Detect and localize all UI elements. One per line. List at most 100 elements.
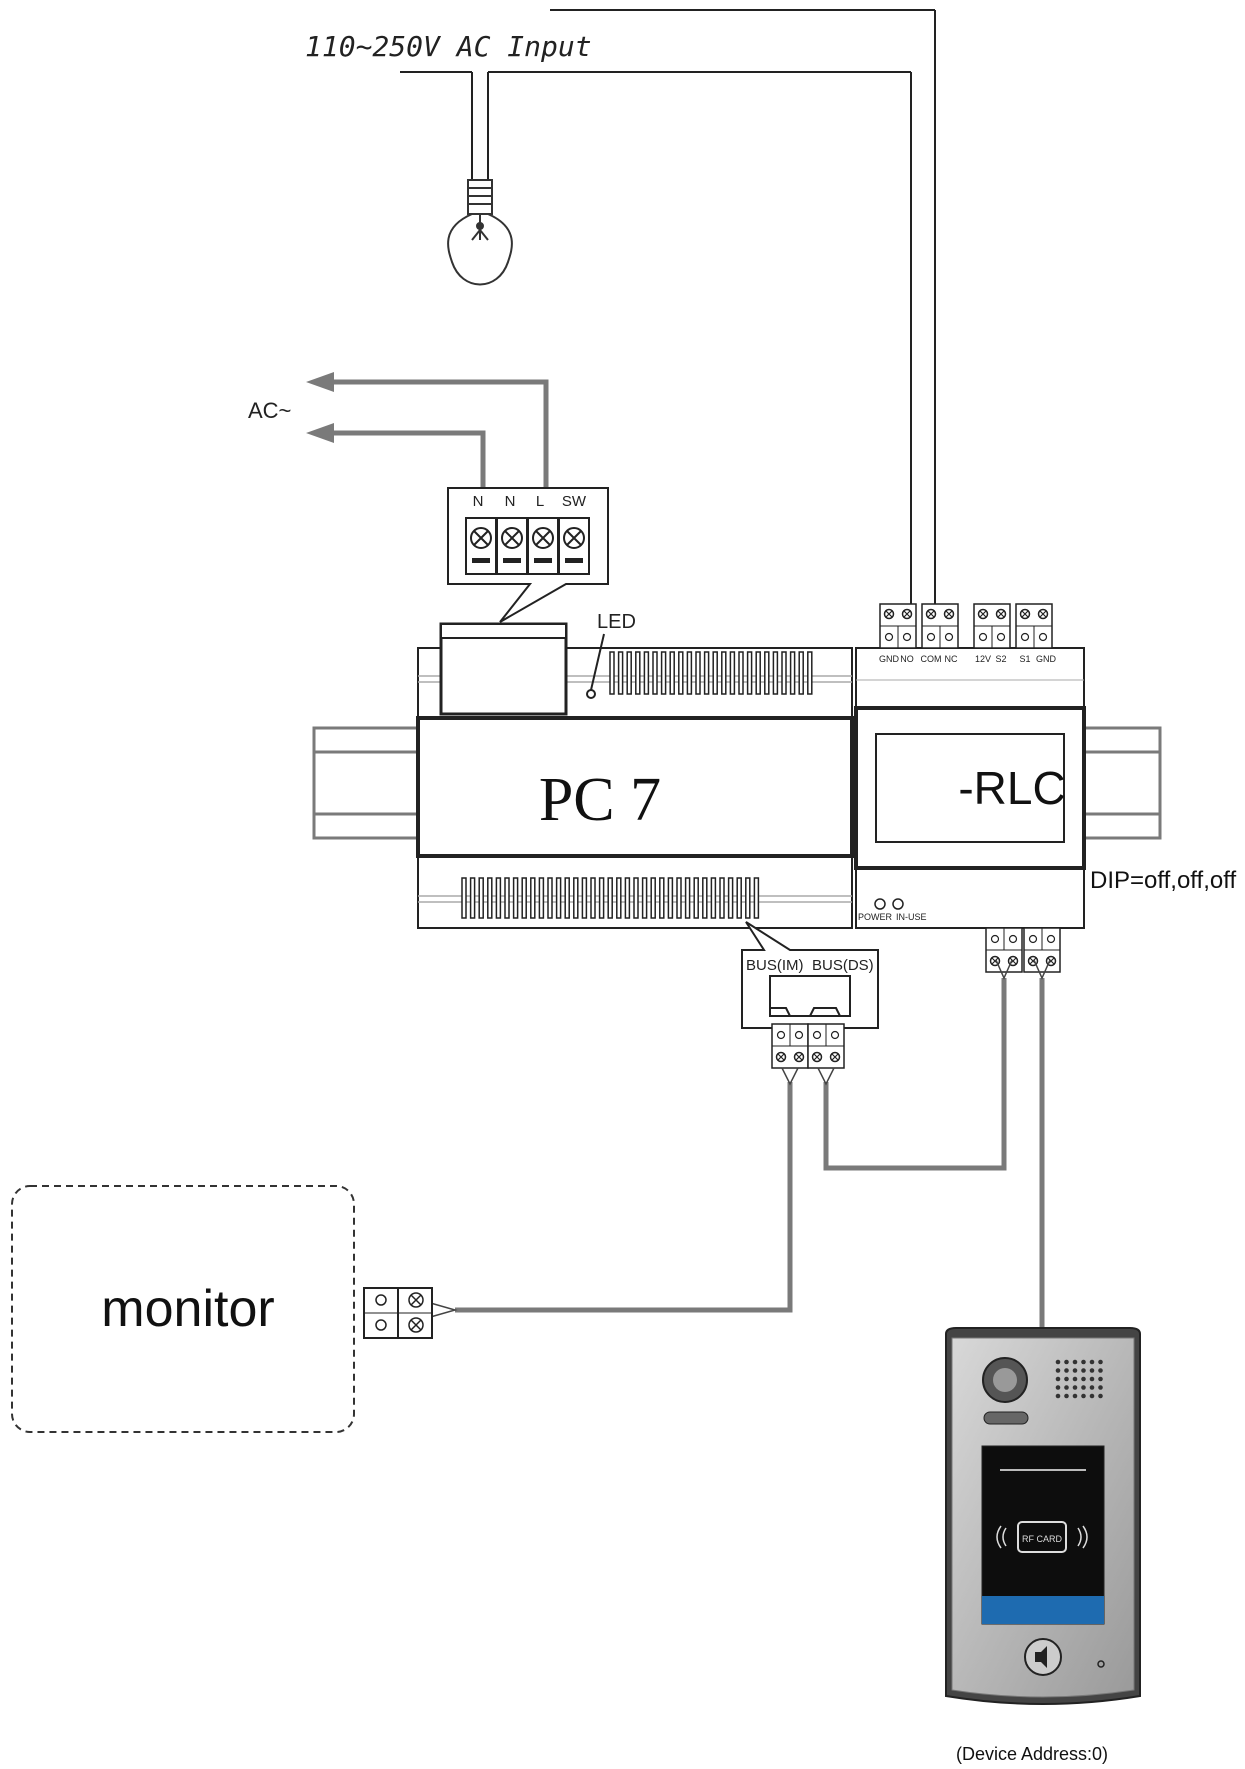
vent-slot [521, 877, 527, 919]
ac-output-wires [330, 379, 549, 500]
vent-slot [693, 877, 699, 919]
rlc-terminal-label: 12V [975, 654, 991, 664]
monitor-terminal [363, 1287, 433, 1339]
vent-slot [598, 877, 605, 919]
rlc-terminal-label: S1 [1019, 654, 1030, 664]
din-rail [312, 726, 1162, 840]
light-bulb-icon [447, 179, 513, 286]
ac-input-label: 110~250V AC Input [305, 30, 592, 63]
vent-slot [652, 651, 658, 695]
monitor-box [11, 1185, 355, 1433]
rlc-terminal-label: GND [1036, 654, 1057, 664]
vent-slot [807, 651, 813, 695]
vent-slot [495, 877, 502, 919]
vent-slot [686, 651, 693, 695]
rlc-top-terminals [879, 603, 1053, 649]
dip-setting-label: DIP=off,off,off [1090, 867, 1236, 894]
arrow-left-icon [306, 372, 334, 443]
terminal-label-n-1: N [505, 493, 516, 510]
led-label: LED [597, 611, 636, 633]
bus-terminal-callout [741, 921, 879, 1029]
vent-slot [504, 877, 510, 919]
vent-slot [764, 651, 770, 695]
vent-slot [781, 651, 787, 695]
rlc-label: -RLC [958, 762, 1065, 814]
mains-terminal-block: N N L SW [447, 487, 609, 623]
vent-slot [555, 877, 562, 919]
pc7-label: PC 7 [539, 766, 661, 834]
power-led-label: POWER [858, 912, 893, 922]
rlc-bottom-terminals [985, 927, 1061, 973]
vent-slot [469, 877, 476, 919]
vent-slot [607, 877, 613, 919]
vent-slot [530, 877, 536, 919]
vent-slot [736, 877, 742, 919]
vent-slot [753, 877, 760, 919]
vent-slot [487, 877, 493, 919]
vent-slot [564, 877, 570, 919]
monitor-label: monitor [101, 1280, 274, 1338]
vent-slot [703, 651, 710, 695]
vent-slot [609, 651, 615, 695]
device-address-label: (Device Address:0) [956, 1744, 1108, 1764]
terminal-label-n-0: N [473, 493, 484, 510]
vent-slot [746, 651, 753, 695]
pc7-power-supply [416, 622, 854, 929]
vent-slot [721, 651, 727, 695]
terminal-label-sw-3: SW [562, 493, 587, 510]
vent-slot [538, 877, 545, 919]
vent-slot [669, 651, 675, 695]
vent-slot [635, 651, 641, 695]
outdoor-station [945, 1327, 1141, 1705]
terminal-label-l-2: L [536, 493, 544, 510]
vent-slot [616, 877, 622, 919]
vent-slot [650, 877, 656, 919]
bus-im-label: BUS(IM) [746, 957, 804, 974]
vent-slot [581, 877, 588, 919]
vent-slot [512, 877, 519, 919]
vent-slot [676, 877, 682, 919]
vent-slot [695, 651, 701, 695]
rlc-terminal-label: COM [921, 654, 942, 664]
rlc-terminal-label: NO [900, 654, 914, 664]
vent-slot [643, 651, 650, 695]
vent-slot [660, 651, 667, 695]
vent-slot [710, 877, 717, 919]
rlc-terminal-label: S2 [995, 654, 1006, 664]
bus-wiring [455, 978, 1045, 1328]
rf-card-icon [1017, 1521, 1067, 1553]
lamp-circuit [400, 9, 936, 607]
ac-output-label: AC~ [248, 398, 291, 423]
rlc-module [854, 647, 1086, 929]
rlc-terminal-label: GND [879, 654, 900, 664]
vent-slot [738, 651, 744, 695]
rlc-terminal-label: NC [945, 654, 958, 664]
rf-card-label: RF CARD [1022, 1534, 1062, 1544]
vent-slot [624, 877, 631, 919]
vent-slot [684, 877, 691, 919]
vent-slot [478, 877, 484, 919]
vent-slot [755, 651, 761, 695]
vent-slot [461, 877, 467, 919]
wire-forks [419, 959, 1051, 1321]
bus-ds-label: BUS(DS) [812, 957, 874, 974]
vent-slot [573, 877, 579, 919]
led-indicator [586, 689, 596, 699]
vent-slot [617, 651, 624, 695]
vent-slot [745, 877, 751, 919]
vent-slot [626, 651, 632, 695]
vent-slot [719, 877, 725, 919]
vent-slot [678, 651, 684, 695]
vent-slot [727, 877, 734, 919]
vent-slot [712, 651, 718, 695]
in-use-led-label: IN-USE [896, 912, 927, 922]
speaker-icon [1055, 1359, 1103, 1399]
vent-slot [789, 651, 796, 695]
vent-slot [798, 651, 804, 695]
vent-slot [590, 877, 596, 919]
vent-slot [547, 877, 553, 919]
vent-slot [729, 651, 736, 695]
bus-terminals [771, 1023, 845, 1069]
vent-slot [641, 877, 648, 919]
